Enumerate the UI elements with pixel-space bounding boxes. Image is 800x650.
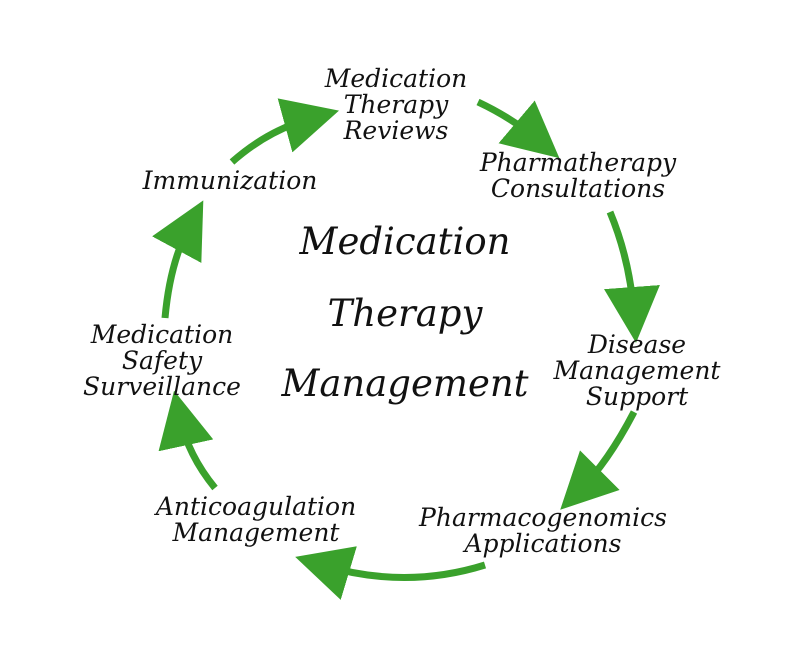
node-label-line: Therapy (343, 90, 449, 119)
node-label-line: Support (585, 382, 689, 411)
node-immunization: Immunization (143, 168, 318, 194)
node-label-line: Safety (121, 346, 203, 375)
arrow-pharmacogenomics-to-anticoagulation (295, 546, 487, 600)
node-label-line: Disease (587, 330, 687, 359)
node-label-line: Consultations (490, 174, 666, 203)
node-label-line: Reviews (343, 116, 449, 145)
node-pharmatherapy-consultations: Pharmatherapy Consultations (480, 150, 676, 202)
node-label-line: Anticoagulation (155, 492, 357, 521)
node-label-line: Medication (90, 320, 234, 349)
node-label-line: Management (172, 518, 340, 547)
node-anticoagulation-management: Anticoagulation Management (156, 494, 356, 546)
node-label-line: Medication (324, 64, 468, 93)
arrow-disease-to-pharmacogenomics (560, 410, 638, 510)
center-title-line1: Medication (299, 220, 511, 263)
node-label-line: Management (553, 356, 721, 385)
node-medication-safety-surveillance: Medication Safety Surveillance (83, 322, 241, 400)
node-label-line: Applications (464, 529, 622, 558)
node-label-line: Surveillance (83, 372, 241, 401)
node-label-line: Pharmatherapy (479, 148, 677, 177)
arrow-anticoagulation-to-safety (158, 390, 218, 491)
node-medication-therapy-reviews: Medication Therapy Reviews (325, 66, 468, 144)
node-pharmacogenomics-applications: Pharmacogenomics Applications (419, 505, 667, 557)
arrow-safety-to-immunization (152, 200, 204, 319)
node-label-line: Pharmacogenomics (419, 503, 667, 532)
arrow-reviews-to-consultations (476, 98, 560, 159)
node-label-line: Immunization (142, 166, 318, 195)
arrow-immunization-to-reviews (229, 98, 340, 165)
arrow-consultations-to-disease (604, 210, 660, 343)
center-title-line3: Management (281, 362, 529, 405)
node-disease-management-support: Disease Management Support (554, 332, 721, 410)
center-title-line2: Therapy (327, 292, 483, 335)
